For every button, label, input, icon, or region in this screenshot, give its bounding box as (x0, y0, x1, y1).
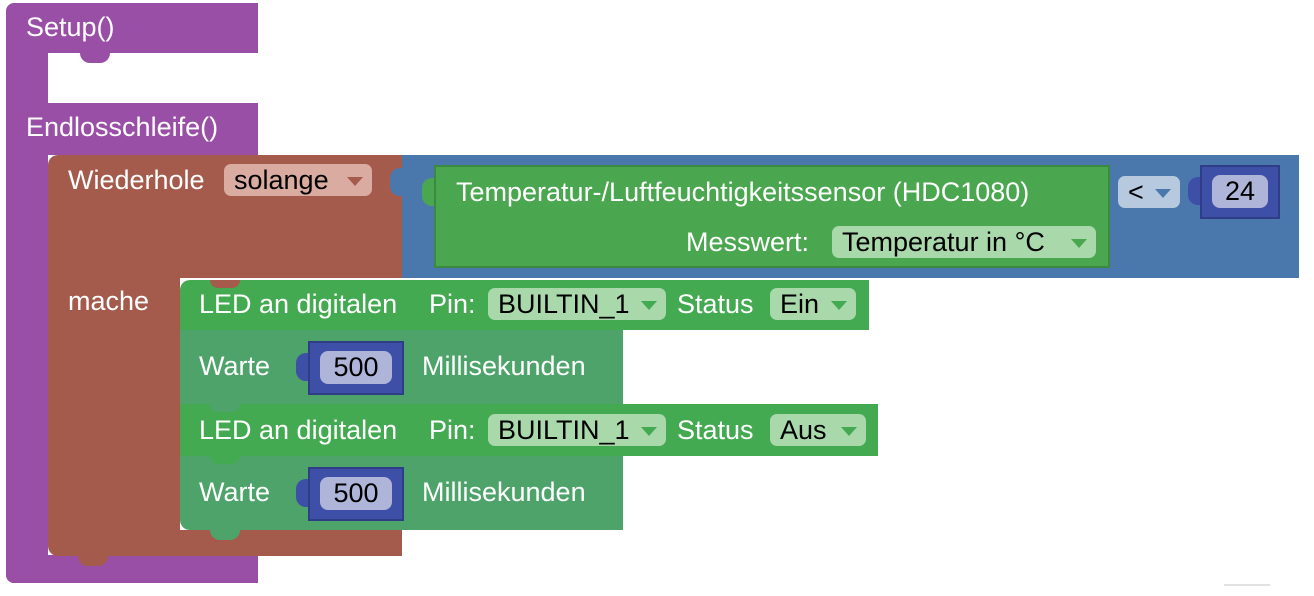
sensor-measure-label: Messwert: (686, 227, 810, 257)
led-on-status-label: Status (677, 289, 754, 319)
led-on-pin-label: Pin: (429, 289, 476, 319)
led-on-notch (210, 280, 240, 288)
led-on-status-dropdown[interactable]: Ein (770, 288, 856, 320)
chevron-down-icon (641, 301, 657, 310)
sensor-measure-dropdown[interactable]: Temperatur in °C (832, 226, 1096, 258)
wait-2-bottom-notch (210, 530, 240, 540)
loop-function-label: Endlosschleife() (26, 112, 219, 142)
chevron-down-icon (841, 427, 857, 436)
compare-operator-dropdown[interactable]: < (1118, 176, 1180, 208)
setup-empty-slot (48, 53, 258, 103)
function-block-bottom (6, 555, 258, 583)
repeat-bottom-notch (78, 556, 108, 566)
chevron-down-icon (1071, 239, 1087, 248)
led-on-status-value: Ein (780, 289, 820, 319)
wait-1-label: Warte (199, 351, 271, 381)
loop-function-block[interactable] (6, 103, 258, 155)
led-off-status-dropdown[interactable]: Aus (770, 414, 866, 446)
compare-number-field[interactable]: 24 (1212, 175, 1268, 208)
led-on-pin-dropdown[interactable]: BUILTIN_1 (488, 288, 666, 320)
repeat-block-spine (48, 270, 180, 540)
led-off-notch (210, 404, 240, 412)
chevron-down-icon (641, 427, 657, 436)
chevron-down-icon (347, 177, 363, 186)
setup-block[interactable] (6, 3, 258, 53)
repeat-mode-dropdown[interactable]: solange (224, 164, 372, 196)
led-on-label: LED an digitalen (199, 289, 398, 319)
wait-2-unit: Millisekunden (422, 477, 586, 507)
number-output-plug (1188, 177, 1200, 205)
repeat-label: Wiederhole (68, 165, 205, 195)
compare-output-plug (390, 168, 402, 196)
led-off-status-label: Status (677, 415, 754, 445)
led-off-status-value: Aus (780, 415, 827, 445)
repeat-do-label: mache (68, 286, 150, 316)
chevron-down-icon (831, 301, 847, 310)
led-off-pin-label: Pin: (429, 415, 476, 445)
wait-2-notch (210, 456, 240, 464)
led-off-pin-dropdown[interactable]: BUILTIN_1 (488, 414, 666, 446)
sensor-title: Temperatur-/Luftfeuchtigkeitssensor (HDC… (456, 177, 1030, 207)
led-off-label: LED an digitalen (199, 415, 398, 445)
number-output-plug (296, 353, 308, 381)
wait-1-unit: Millisekunden (422, 351, 586, 381)
trash-can-icon[interactable] (1224, 584, 1270, 596)
wait-2-number-field[interactable]: 500 (320, 477, 392, 510)
sensor-output-plug (422, 178, 434, 206)
wait-1-number-field[interactable]: 500 (320, 351, 392, 384)
setup-slot-notch (80, 53, 110, 63)
chevron-down-icon (1155, 189, 1171, 198)
led-on-pin-value: BUILTIN_1 (498, 289, 630, 319)
compare-operator-value: < (1128, 177, 1144, 207)
setup-label: Setup() (26, 12, 115, 42)
repeat-mode-value: solange (234, 165, 329, 195)
number-output-plug (296, 479, 308, 507)
wait-2-label: Warte (199, 477, 271, 507)
led-off-pin-value: BUILTIN_1 (498, 415, 630, 445)
sensor-measure-value: Temperatur in °C (842, 227, 1045, 257)
